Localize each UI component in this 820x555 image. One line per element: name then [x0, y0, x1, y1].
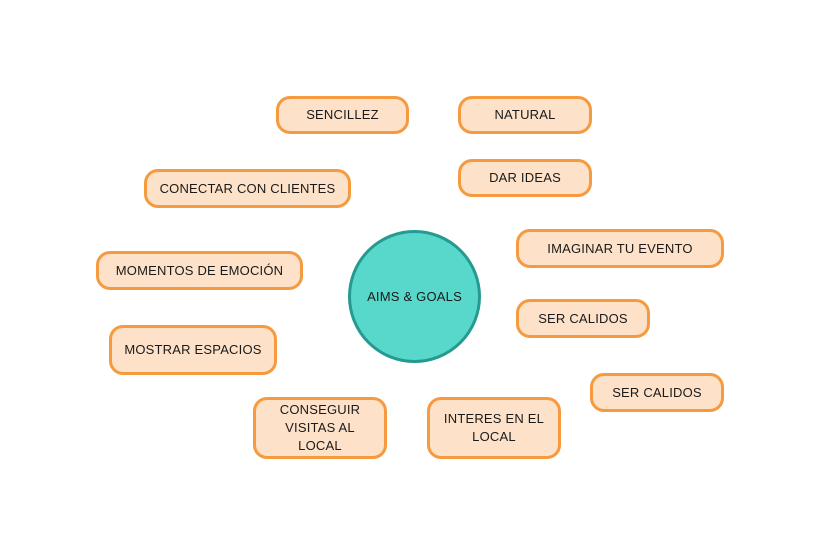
node-label-line-1: INTERES EN EL — [443, 411, 545, 426]
node-label: DAR IDEAS — [489, 170, 561, 185]
node-sencillez[interactable]: SENCILLEZ — [276, 96, 409, 134]
node-label: SER CALIDOS — [538, 310, 628, 326]
node-conseguir-visitas[interactable]: CONSEGUIR VISITAS AL LOCAL — [253, 397, 387, 459]
node-label-block: INTERES EN EL LOCAL — [444, 410, 544, 446]
node-interes-en-el-local[interactable]: INTERES EN EL LOCAL — [427, 397, 561, 459]
node-label: SENCILLEZ — [306, 107, 379, 122]
node-label: NATURAL — [494, 107, 556, 122]
node-natural[interactable]: NATURAL — [458, 96, 592, 134]
node-label-line-2: VISITAS AL LOCAL — [285, 420, 355, 453]
node-label: IMAGINAR TU EVENTO — [547, 240, 693, 256]
node-label: MOSTRAR ESPACIOS — [124, 342, 262, 357]
node-dar-ideas[interactable]: DAR IDEAS — [458, 159, 592, 197]
center-node-aims-goals[interactable]: AIMS & GOALS — [348, 230, 481, 363]
node-label-block: CONSEGUIR VISITAS AL LOCAL — [264, 401, 376, 455]
node-label-line-2: LOCAL — [472, 429, 516, 444]
node-mostrar-espacios[interactable]: MOSTRAR ESPACIOS — [109, 325, 277, 375]
node-momentos-de-emocion[interactable]: MOMENTOS DE EMOCIÓN — [96, 251, 303, 290]
node-label: CONECTAR CON CLIENTES — [159, 180, 336, 196]
node-label: SER CALIDOS — [612, 384, 702, 400]
node-label: MOMENTOS DE EMOCIÓN — [115, 262, 284, 278]
node-ser-calidos-1[interactable]: SER CALIDOS — [516, 299, 650, 338]
node-imaginar-tu-evento[interactable]: IMAGINAR TU EVENTO — [516, 229, 724, 268]
center-label: AIMS & GOALS — [367, 289, 462, 304]
node-conectar-con-clientes[interactable]: CONECTAR CON CLIENTES — [144, 169, 351, 208]
node-label-line-1: CONSEGUIR — [279, 402, 361, 417]
node-ser-calidos-2[interactable]: SER CALIDOS — [590, 373, 724, 412]
